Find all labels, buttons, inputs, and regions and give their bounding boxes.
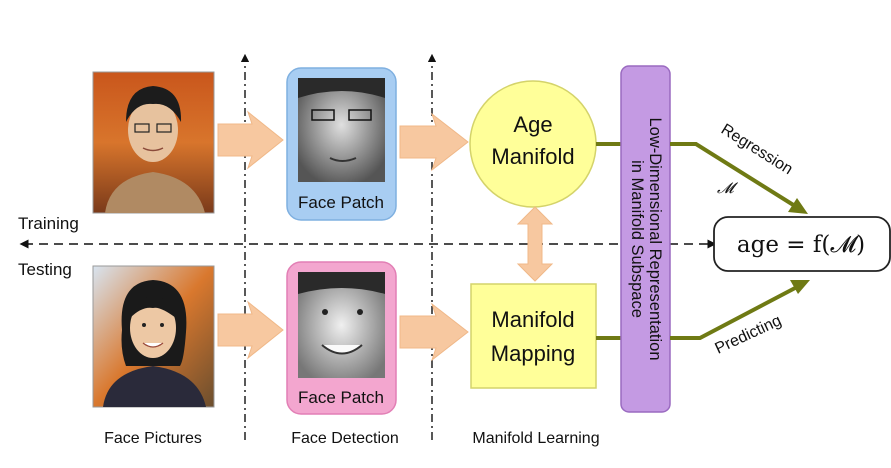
face-patch-top-label: Face Patch (298, 193, 384, 212)
caption-face-pictures: Face Pictures (104, 430, 202, 447)
block-arrow-bottom-1 (217, 300, 284, 360)
face-patch-bottom-label: Face Patch (298, 388, 384, 407)
manifold-mapping-line1: Manifold (491, 307, 574, 332)
age-formula-box: age = f(𝓜) (713, 216, 891, 272)
manifold-mapping-line2: Mapping (491, 341, 575, 366)
predicting-label: Predicting (713, 312, 785, 357)
face-picture-bottom (92, 265, 215, 408)
age-manifold-line2: Manifold (491, 144, 574, 169)
low-dimensional-subspace-bar: Low-Dimensional Representation in Manifo… (620, 65, 671, 413)
age-formula-text: age = f(𝓜) (737, 232, 865, 258)
age-manifold-node: Age Manifold (469, 80, 597, 208)
training-label: Training (18, 214, 79, 233)
subspace-line1: Low-Dimensional Representation (646, 117, 664, 360)
manifold-symbol: 𝓜 (717, 179, 739, 197)
manifold-mapping-node: Manifold Mapping (470, 283, 597, 389)
predicting-edge (670, 280, 810, 340)
caption-face-detection: Face Detection (291, 430, 399, 447)
regression-edge (670, 142, 808, 214)
subspace-line2: in Manifold Subspace (628, 160, 646, 318)
double-arrow-vertical (516, 206, 554, 282)
face-picture-top (92, 71, 215, 214)
block-arrow-bottom-2 (399, 302, 469, 362)
block-arrow-top-2 (399, 112, 469, 172)
face-patch-bottom: Face Patch (286, 261, 397, 415)
regression-label: Regression (718, 121, 796, 178)
block-arrow-top-1 (217, 110, 284, 170)
testing-label: Testing (18, 260, 72, 279)
caption-manifold-learning: Manifold Learning (472, 430, 599, 447)
age-manifold-line1: Age (513, 112, 552, 137)
face-patch-top: Face Patch (286, 67, 397, 221)
